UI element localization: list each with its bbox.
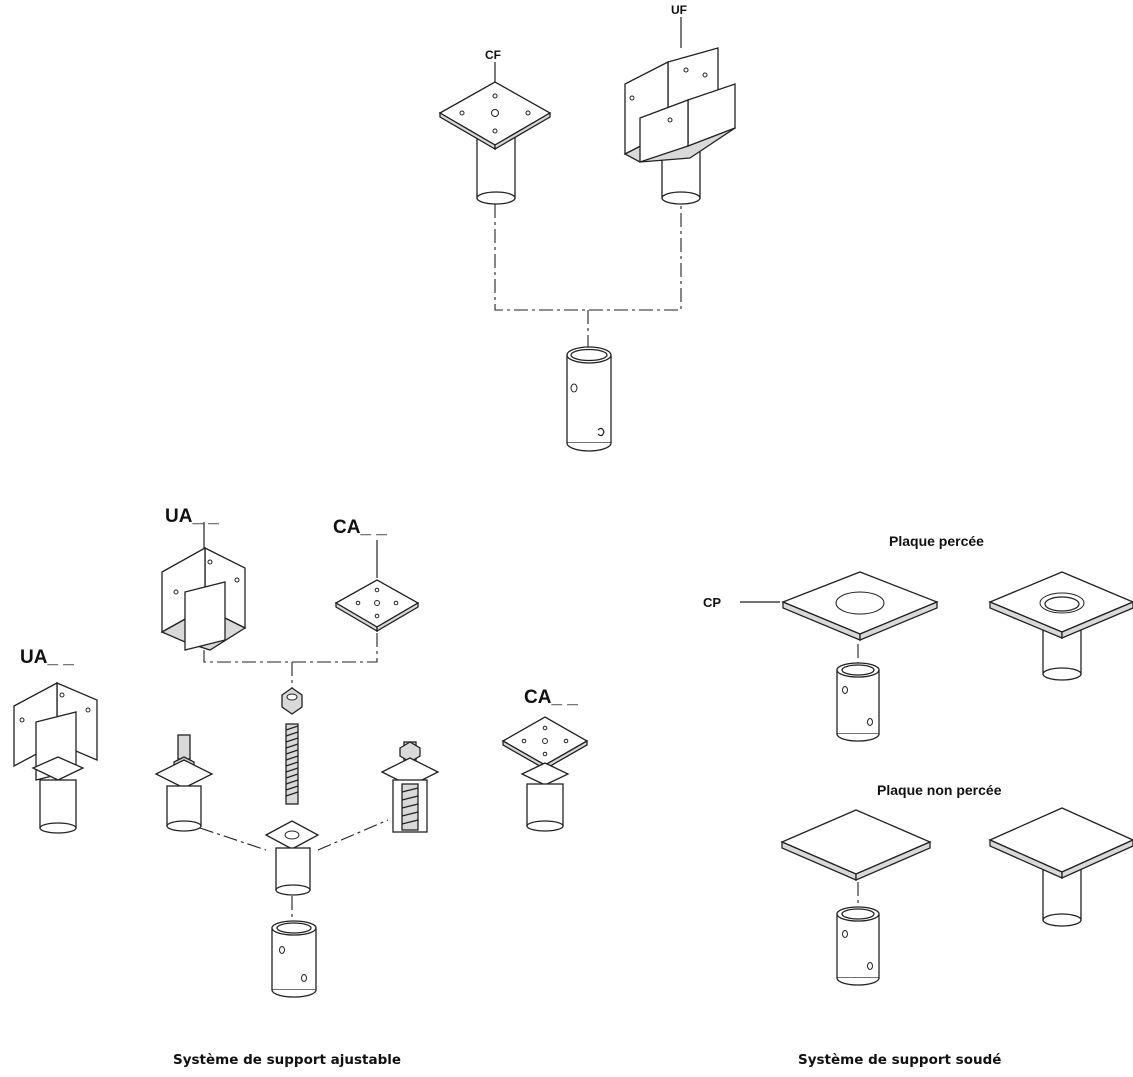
label-plaque-non-percee: Plaque non percée (877, 782, 1002, 798)
cp-tube (836, 662, 880, 742)
label-cp: CP (703, 595, 721, 610)
label-plaque-percee: Plaque percée (889, 533, 984, 549)
label-ua-left: UA_ _ (20, 647, 74, 668)
caption-adjustable: Système de support ajustable (173, 1052, 401, 1068)
ua-left-assembly (13, 681, 98, 834)
label-ua-top: UA_ _ (165, 506, 219, 527)
cf-assembly (438, 62, 552, 205)
center-plate-and-tube (199, 819, 389, 920)
cutaway-assembly (380, 741, 440, 833)
uf-assembly (623, 17, 737, 205)
cp-undrilled-plate (780, 809, 932, 908)
label-cf: CF (485, 48, 501, 62)
ca-right-assembly (501, 716, 589, 832)
bolt-head-assembly (154, 734, 214, 832)
label-uf: UF (671, 3, 687, 17)
top-base-tube (566, 346, 612, 452)
caption-welded: Système de support soudé (798, 1052, 1001, 1068)
label-ca-right: CA_ _ (524, 687, 578, 708)
ua-top-bracket (160, 522, 247, 651)
undrilled-tube (836, 906, 880, 986)
cp-drilled-plate (740, 571, 939, 664)
ca-top-plate (334, 540, 420, 633)
label-ca-top: CA_ _ (333, 517, 387, 538)
welded-drilled-assembly (988, 571, 1133, 681)
top-connector-lines (494, 204, 682, 350)
nut-and-threaded-rod (281, 687, 303, 805)
left-base-tube (271, 920, 317, 998)
top-join-lines (203, 632, 378, 688)
welded-undrilled-assembly (988, 807, 1133, 927)
